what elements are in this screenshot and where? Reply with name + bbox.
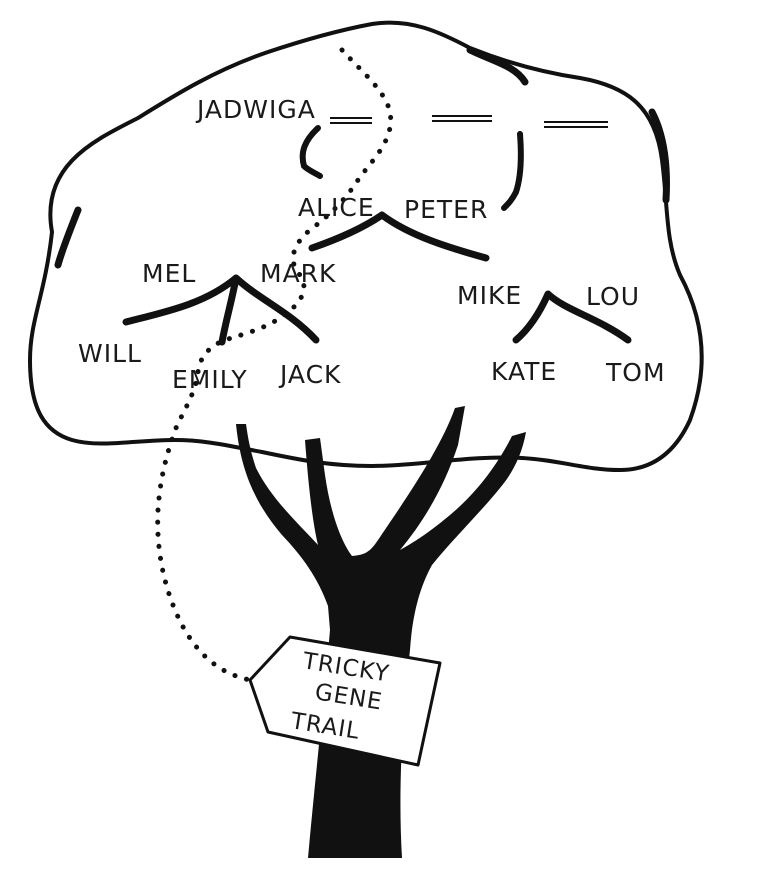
branch-mike-lou-children	[512, 290, 632, 344]
name-tom: TOM	[605, 358, 666, 387]
name-jack: JACK	[278, 360, 341, 389]
name-jadwiga: JADWIGA	[195, 95, 316, 124]
name-mark: MARK	[260, 259, 336, 288]
canopy-accent-left	[54, 206, 82, 269]
marriage-line-right	[544, 121, 608, 128]
tree-trunk	[236, 406, 526, 858]
branch-alice-peter-children	[308, 211, 490, 262]
name-will: WILL	[78, 339, 142, 368]
marriage-line-middle	[432, 115, 492, 122]
canopy-accent-top	[466, 46, 529, 86]
name-peter: PETER	[404, 195, 488, 224]
branch-right-peter	[501, 131, 524, 211]
name-emily: EMILY	[172, 365, 248, 394]
name-kate: KATE	[491, 357, 557, 386]
tree-canopy	[28, 20, 704, 472]
name-mel: MEL	[142, 259, 196, 288]
name-mike: MIKE	[457, 281, 522, 310]
trail-sign	[248, 635, 442, 767]
name-alice: ALICE	[298, 193, 375, 222]
canopy-accent-right	[648, 108, 670, 204]
branch-jadwiga-alice	[299, 125, 323, 179]
branch-mel-mark-children	[122, 274, 320, 346]
name-lou: LOU	[586, 282, 640, 311]
marriage-line-jadwiga	[330, 117, 372, 124]
